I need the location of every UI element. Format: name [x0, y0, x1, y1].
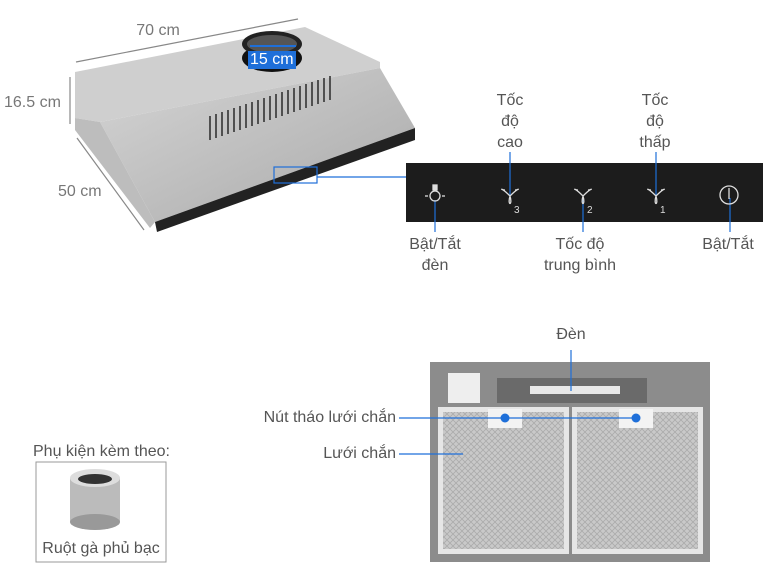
- hood-underside-image: [399, 350, 710, 562]
- depth-dimension: 50 cm: [58, 183, 102, 200]
- light-bulb-icon: [425, 184, 445, 202]
- speed-digit-2: 2: [587, 205, 593, 216]
- range-hood-image: [75, 27, 415, 232]
- filter-release-dot: [631, 413, 641, 423]
- filter-left: [443, 412, 564, 549]
- speed-digit-3: 3: [514, 205, 520, 216]
- power-icon: [719, 185, 739, 205]
- fan-speed-2-icon: [574, 188, 592, 205]
- fan-speed-3-icon: [501, 188, 519, 205]
- height-dimension: 16.5 cm: [4, 94, 61, 111]
- width-dimension: 70 cm: [136, 22, 180, 39]
- dimension-arrows: [69, 18, 299, 231]
- accessory-item: Ruột gà phủ bạc: [42, 540, 160, 557]
- label-filter-release: Nút tháo lưới chắn: [263, 409, 396, 426]
- label-power: Bật/Tắt: [702, 236, 754, 253]
- flexible-duct-image: [70, 469, 120, 530]
- duct-diameter-tag: 15 cm: [248, 51, 296, 69]
- filter-release-dot: [500, 413, 510, 423]
- accessory-title: Phụ kiện kèm theo:: [33, 443, 170, 460]
- fan-speed-1-icon: [647, 188, 665, 205]
- label-filter: Lưới chắn: [323, 445, 396, 462]
- speed-digit-1: 1: [660, 205, 666, 216]
- callout-lines: [434, 152, 731, 232]
- label-lamp: Đèn: [556, 326, 586, 343]
- control-panel: [406, 163, 763, 222]
- filter-right: [577, 412, 698, 549]
